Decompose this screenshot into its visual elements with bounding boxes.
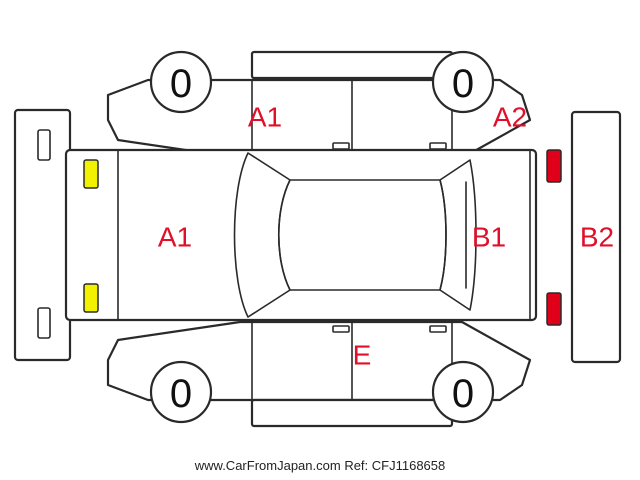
tire-front-left: 0 — [149, 50, 213, 114]
tire-front-left-value: 0 — [170, 62, 192, 106]
top-view-body — [64, 148, 538, 322]
front-bumper — [13, 108, 72, 362]
footer-site: www.CarFromJapan.com — [194, 458, 341, 473]
code-hood: A1 — [158, 222, 192, 253]
front-lamp-bottom — [83, 283, 99, 313]
front-lamp-top — [83, 159, 99, 189]
tire-rear-right-value: 0 — [452, 372, 474, 416]
code-rear-quarter-left: A2 — [493, 102, 527, 133]
rear-lamp-bottom — [546, 292, 562, 326]
rear-lamp-top — [546, 149, 562, 183]
footer: www.CarFromJapan.com Ref: CFJ1168658 — [0, 458, 640, 473]
code-door-right: E — [353, 340, 372, 371]
left-side-body — [106, 50, 532, 160]
footer-ref: Ref: CFJ1168658 — [344, 458, 446, 473]
code-tailgate: B1 — [472, 222, 506, 253]
tire-front-right: 0 — [149, 360, 213, 424]
tire-front-right-value: 0 — [170, 372, 192, 416]
tire-rear-left: 0 — [431, 50, 495, 114]
rear-bumper — [570, 110, 622, 364]
tire-rear-left-value: 0 — [452, 62, 474, 106]
code-rear-bumper: B2 — [580, 222, 614, 253]
tire-rear-right: 0 — [431, 360, 495, 424]
code-front-fender-left: A1 — [248, 102, 282, 133]
